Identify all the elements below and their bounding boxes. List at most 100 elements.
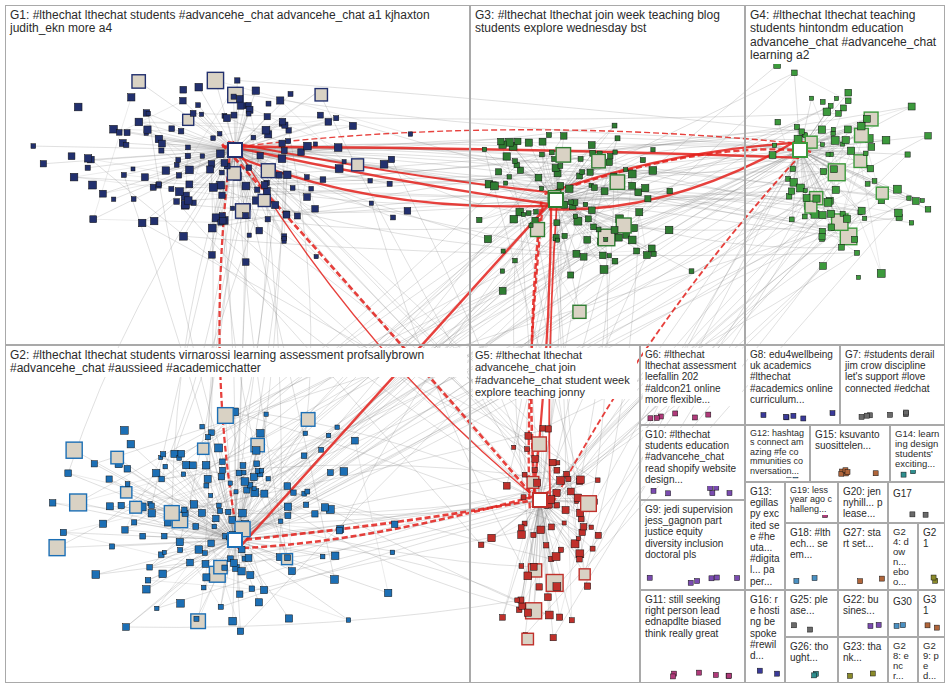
network-vertex xyxy=(601,188,608,195)
group-label: G30 xyxy=(891,595,914,608)
network-vertex xyxy=(531,532,536,537)
network-vertex xyxy=(558,164,563,169)
network-edge xyxy=(541,530,580,554)
network-vertex xyxy=(246,165,252,171)
group-panel: G30 xyxy=(888,590,918,637)
network-vertex xyxy=(176,539,183,546)
network-vertex xyxy=(334,116,339,121)
network-vertex xyxy=(317,112,323,118)
network-vertex xyxy=(522,633,534,645)
network-vertex xyxy=(304,194,311,201)
network-vertex xyxy=(573,214,577,218)
group-label: G5: #lthechat lthechat advancehe_chat jo… xyxy=(473,348,637,399)
network-vertex xyxy=(247,572,254,579)
network-vertex xyxy=(230,206,234,210)
network-vertex xyxy=(202,461,210,469)
network-vertex xyxy=(321,504,328,511)
network-vertex xyxy=(264,412,268,416)
group-label: G12: hashtags connect amazing #fe commun… xyxy=(748,428,807,477)
network-vertex xyxy=(578,156,583,161)
network-vertex xyxy=(600,252,607,259)
network-vertex xyxy=(727,491,732,496)
group-label: G27: start set... xyxy=(841,526,885,550)
network-vertex xyxy=(810,96,814,100)
network-edge xyxy=(235,149,632,174)
network-vertex xyxy=(111,451,124,464)
group-panel: G20: jennyhill... please... xyxy=(838,482,888,523)
network-vertex xyxy=(612,258,618,264)
network-vertex xyxy=(799,129,804,134)
network-vertex xyxy=(124,466,131,473)
network-vertex xyxy=(261,182,268,189)
network-vertex xyxy=(319,447,324,452)
network-vertex xyxy=(150,217,157,224)
network-vertex xyxy=(331,576,339,584)
network-vertex xyxy=(106,503,113,510)
network-vertex xyxy=(303,431,307,435)
network-vertex xyxy=(845,98,851,104)
network-vertex xyxy=(540,426,545,431)
network-vertex xyxy=(863,115,870,122)
network-vertex xyxy=(279,118,286,125)
network-edge xyxy=(74,450,235,540)
network-vertex xyxy=(556,238,560,242)
network-edge xyxy=(235,540,348,620)
network-vertex xyxy=(220,217,228,225)
network-vertex xyxy=(238,568,245,575)
network-vertex xyxy=(294,213,300,219)
network-vertex xyxy=(260,586,267,593)
network-vertex xyxy=(868,624,873,629)
network-vertex xyxy=(553,583,561,591)
network-vertex xyxy=(577,476,585,484)
network-vertex xyxy=(159,140,166,147)
network-vertex xyxy=(176,173,181,178)
network-vertex xyxy=(788,188,794,194)
network-vertex xyxy=(500,615,506,621)
network-vertex xyxy=(606,159,612,165)
network-vertex xyxy=(554,220,560,226)
network-vertex xyxy=(534,479,541,486)
network-vertex xyxy=(160,452,165,457)
hub-vertex xyxy=(793,143,807,157)
network-vertex xyxy=(264,114,270,120)
network-vertex xyxy=(568,272,574,278)
network-vertex xyxy=(301,413,315,427)
network-vertex xyxy=(190,501,197,508)
network-vertex xyxy=(873,471,878,476)
network-vertex xyxy=(820,143,824,147)
network-vertex xyxy=(211,136,216,141)
group-label: G16: re hosting bespoke #rewild... xyxy=(748,593,782,662)
network-vertex xyxy=(212,524,217,529)
network-edge xyxy=(63,532,190,562)
network-vertex xyxy=(651,251,656,256)
network-vertex xyxy=(387,181,392,186)
network-vertex xyxy=(909,221,913,225)
network-vertex xyxy=(390,550,395,555)
network-vertex xyxy=(164,506,179,521)
network-vertex xyxy=(858,579,863,584)
heavy-network-edge xyxy=(233,141,530,493)
network-vertex xyxy=(643,252,650,259)
group-panel: G12: hashtags connect amazing #fe commun… xyxy=(745,425,810,482)
network-vertex xyxy=(613,150,617,154)
network-vertex xyxy=(176,157,181,162)
network-vertex xyxy=(482,147,486,151)
network-edge xyxy=(540,500,557,587)
network-vertex xyxy=(847,673,852,678)
group-panel: G2: #lthechat lthechat students virnaros… xyxy=(5,345,470,683)
hub-vertex xyxy=(533,493,547,507)
network-edge xyxy=(156,473,235,540)
network-vertex xyxy=(507,175,511,179)
network-vertex xyxy=(518,531,526,539)
network-vertex xyxy=(616,218,631,233)
network-vertex xyxy=(548,524,554,530)
heavy-network-edge xyxy=(230,154,567,207)
network-edge xyxy=(330,470,557,509)
network-vertex xyxy=(261,490,268,497)
network-vertex xyxy=(220,170,225,175)
network-vertex xyxy=(522,213,526,217)
network-vertex xyxy=(237,591,243,597)
network-vertex xyxy=(286,139,291,144)
network-vertex xyxy=(578,516,584,522)
